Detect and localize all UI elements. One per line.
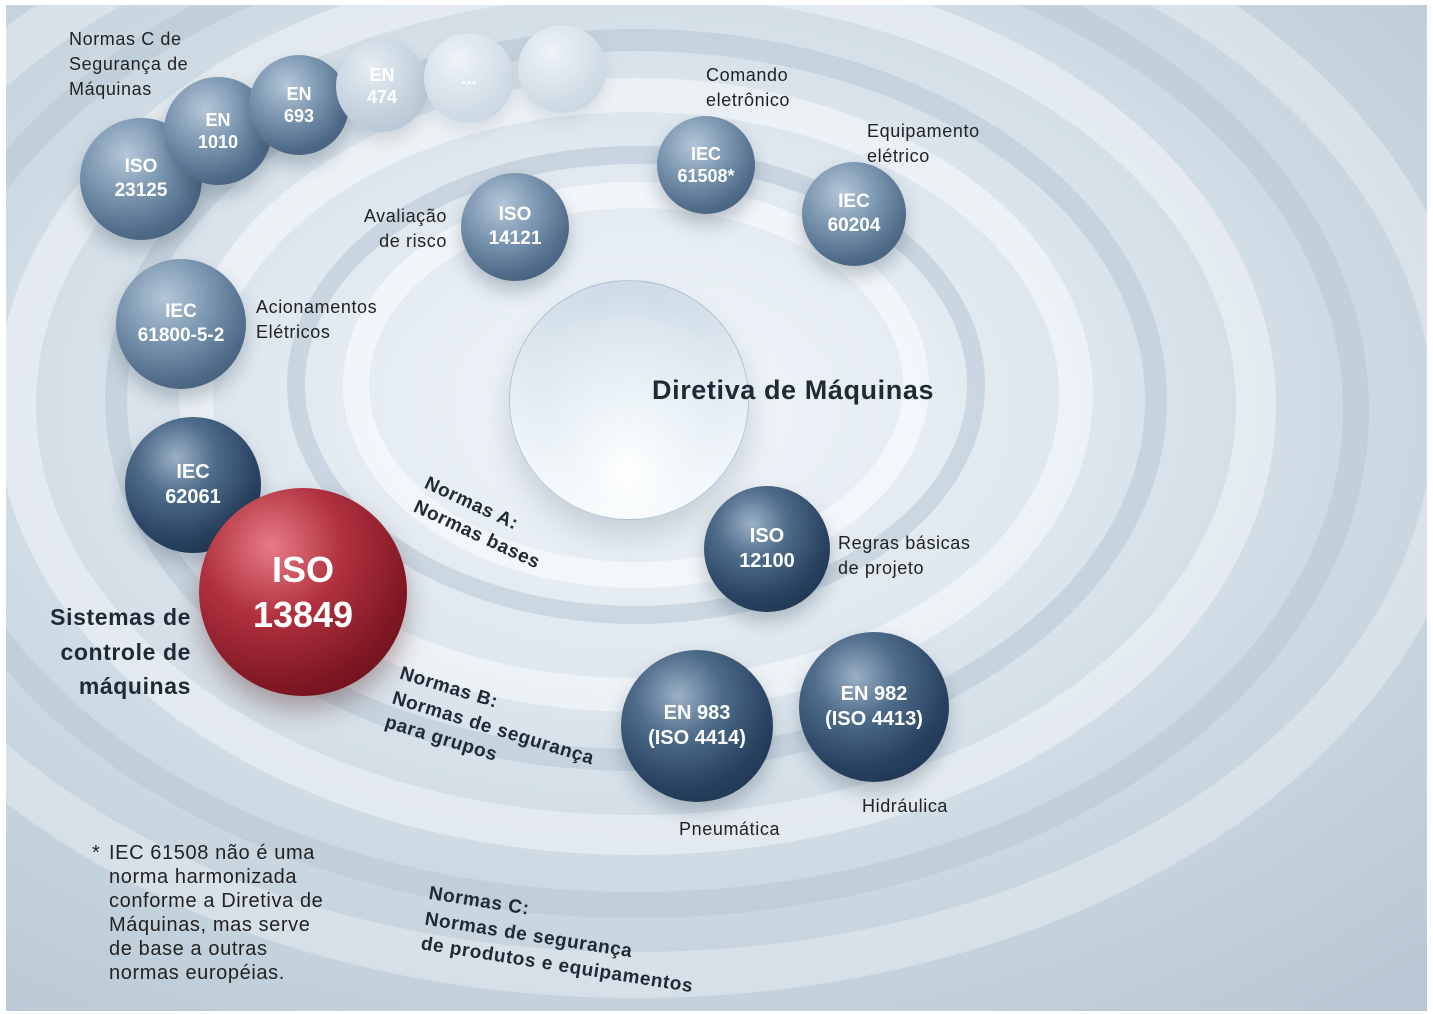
sphere-en-474: EN 474 [336, 40, 428, 132]
footnote-line: conforme a Diretiva de [109, 890, 324, 912]
sphere-iec-60204: IEC 60204 [802, 162, 906, 266]
label-line: máquinas [78, 673, 191, 699]
sphere-empty [518, 25, 606, 113]
sphere-label-line1: EN 983 [663, 702, 731, 724]
sphere-label-line2: 14121 [488, 228, 542, 249]
footnote-line: IEC 61508 não é uma [109, 842, 315, 864]
sphere-label-line1: EN [369, 64, 395, 85]
label-line: Segurança de [69, 54, 189, 75]
label-line: Equipamento [867, 121, 980, 141]
sphere-label-line1: ISO [749, 525, 785, 547]
label-line: de projeto [838, 558, 925, 579]
label-line: controle de [60, 638, 191, 665]
sphere-label-line1: ISO [271, 549, 334, 590]
footnote-line: norma harmonizada [109, 866, 298, 888]
sphere-label-line1: EN [205, 109, 231, 130]
label-pneumatica: Pneumática [679, 819, 781, 839]
sphere-label-line1: ISO [498, 204, 532, 226]
label-line: Normas C de [69, 29, 182, 49]
sphere-label-line2: 23125 [114, 180, 168, 201]
sphere-label-line2: (ISO 4414) [648, 727, 746, 749]
diagram-canvas: Diretiva de Máquinas ISO 23125 EN 1010 E… [6, 5, 1427, 1011]
label-hidraulica: Hidráulica [862, 796, 949, 816]
label-line: Máquinas [69, 79, 152, 100]
footnote: * IEC 61508 não é uma norma harmonizada … [92, 841, 323, 985]
label-avaliacao-risco: Avaliação de risco [341, 204, 447, 254]
sphere-label-line1: EN [286, 83, 312, 104]
machinery-directive-sphere [509, 280, 749, 520]
sphere-label-line2: 61508* [677, 166, 735, 186]
sphere-iec-61800-5-2: IEC 61800-5-2 [116, 259, 246, 389]
sphere-label-line2: 62061 [165, 486, 221, 508]
footnote-line: de base a outras [109, 938, 268, 960]
label-acionamentos-eletricos: Acionamentos Elétricos [256, 295, 377, 345]
sphere-iso-14121: ISO 14121 [461, 173, 569, 281]
sphere-en-693: EN 693 [249, 55, 349, 155]
sphere-en-983: EN 983 (ISO 4414) [621, 650, 773, 802]
sphere-label-line2: 693 [283, 106, 315, 126]
sphere-ellipsis: ... [424, 33, 514, 123]
label-line: Comando [706, 65, 789, 85]
sphere-iso-12100: ISO 12100 [704, 486, 830, 612]
label-line: Avaliação [363, 206, 447, 226]
label-normas-c-seguranca: Normas C de Segurança de Máquinas [69, 27, 188, 103]
label-line: eletrônico [706, 90, 791, 111]
sphere-label-line2: (ISO 4413) [825, 708, 923, 730]
footnote-line: normas européias. [109, 962, 285, 984]
label-equipamento-eletrico: Equipamento elétrico [867, 119, 980, 169]
label-line: elétrico [867, 146, 930, 167]
footnote-line: Máquinas, mas serve [109, 914, 311, 936]
machinery-directive-title: Diretiva de Máquinas [652, 375, 935, 405]
sphere-label-line2: 474 [366, 87, 398, 107]
label-line: Sistemas de [50, 604, 191, 630]
label-regras-basicas: Regras básicas de projeto [838, 531, 970, 581]
sphere-label-line1: ISO [124, 156, 158, 178]
footnote-asterisk: * [92, 842, 101, 864]
label-line: Acionamentos [256, 297, 378, 317]
sphere-en-982: EN 982 (ISO 4413) [799, 632, 949, 782]
sphere-label-line2: 60204 [827, 215, 881, 236]
sphere-label-line1: EN 982 [840, 683, 908, 705]
sphere-ellipsis-label: ... [461, 67, 477, 88]
sphere-label-line1: IEC [176, 461, 210, 483]
sphere-iec-61508: IEC 61508* [657, 116, 755, 214]
sphere-label-line2: 1010 [197, 132, 239, 152]
sphere-label-line1: IEC [165, 301, 197, 323]
label-sistemas-controle: Sistemas de controle de máquinas [26, 600, 191, 704]
label-line: Regras básicas [838, 533, 971, 553]
label-line: Elétricos [256, 322, 331, 343]
sphere-label-line2: 61800-5-2 [137, 325, 225, 346]
sphere-label-line2: 13849 [252, 594, 354, 635]
label-comando-eletronico: Comando eletrônico [706, 63, 790, 113]
sphere-label-line2: 12100 [739, 550, 795, 572]
sphere-label-line1: IEC [838, 191, 870, 213]
sphere-label-line1: IEC [690, 143, 721, 164]
label-line: de risco [379, 231, 447, 252]
sphere-iso-13849: ISO 13849 [199, 488, 407, 696]
